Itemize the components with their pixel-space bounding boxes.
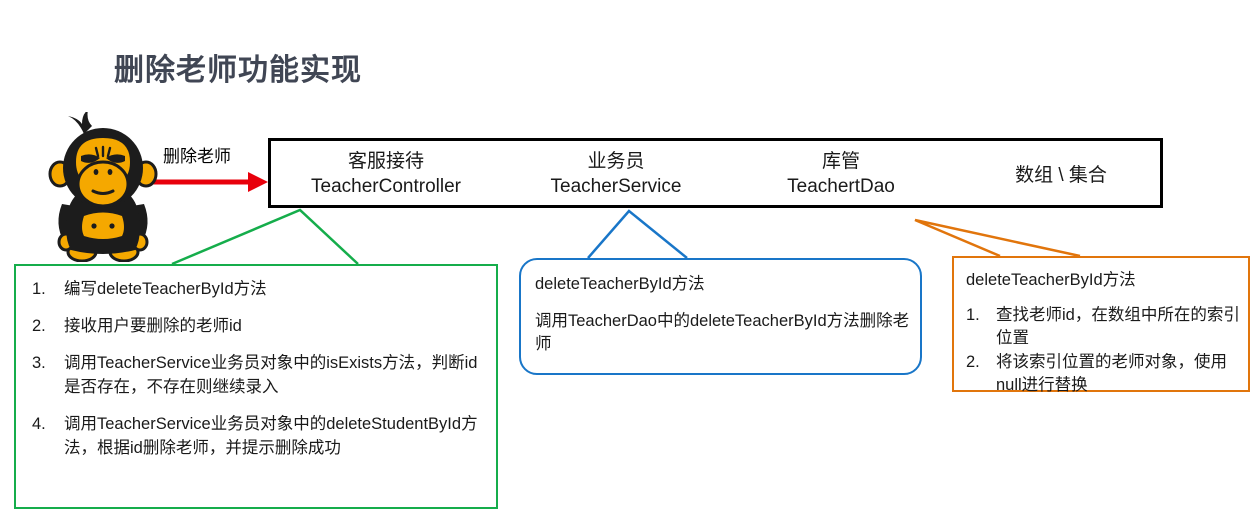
red-arrow <box>152 172 268 192</box>
gorilla-mascot-icon <box>48 112 158 262</box>
list-item-number: 2. <box>966 353 980 372</box>
green-callout: 1. 编写deleteTeacherById方法 2. 接收用户要删除的老师id… <box>14 264 498 509</box>
list-item-number: 3. <box>32 353 46 372</box>
list-item-text: 调用TeacherService业务员对象中的isExists方法，判断id是否… <box>64 353 478 396</box>
list-item-number: 1. <box>966 306 980 324</box>
list-item-number: 1. <box>32 280 46 298</box>
list-item-text: 调用TeacherService业务员对象中的deleteStudentById… <box>64 414 478 457</box>
blue-callout: deleteTeacherById方法 调用TeacherDao中的delete… <box>519 258 922 375</box>
blue-callout-tail <box>587 209 688 259</box>
list-item-text: 编写deleteTeacherById方法 <box>64 280 267 298</box>
list-item: 2. 将该索引位置的老师对象，使用null进行替换 <box>966 351 1241 397</box>
role-cell-dao-en: TeachertDao <box>787 176 895 198</box>
role-cell-storage: 数组 \ 集合 <box>961 163 1161 188</box>
orange-callout-tail <box>914 218 1081 258</box>
arrow-label: 删除老师 <box>163 147 231 166</box>
green-callout-body <box>14 264 498 509</box>
list-item-number: 4. <box>32 414 46 433</box>
list-item: 2. 接收用户要删除的老师id <box>32 315 482 339</box>
list-item-text: 将该索引位置的老师对象，使用null进行替换 <box>996 353 1227 395</box>
blue-callout-description: 调用TeacherDao中的deleteTeacherById方法删除老师 <box>535 312 910 354</box>
list-item-text: 接收用户要删除的老师id <box>64 316 242 335</box>
green-callout-list: 1. 编写deleteTeacherById方法 2. 接收用户要删除的老师id… <box>32 278 482 474</box>
blue-callout-body <box>519 258 922 375</box>
list-item: 1. 查找老师id，在数组中所在的索引位置 <box>966 304 1241 350</box>
role-cell-service-cn: 业务员 <box>587 151 645 172</box>
list-item: 1. 编写deleteTeacherById方法 <box>32 278 482 302</box>
list-item: 4. 调用TeacherService业务员对象中的deleteStudentB… <box>32 413 482 461</box>
blue-callout-heading: deleteTeacherById方法 <box>535 275 705 293</box>
role-cell-dao: 库管 TeachertDao <box>741 149 941 199</box>
role-cell-service: 业务员 TeacherService <box>506 149 726 199</box>
list-item-text: 查找老师id，在数组中所在的索引位置 <box>996 306 1240 348</box>
role-cell-service-en: TeacherService <box>550 176 682 198</box>
orange-callout: deleteTeacherById方法 1. 查找老师id，在数组中所在的索引位… <box>952 256 1250 394</box>
green-callout-tail <box>171 208 359 266</box>
list-item-number: 2. <box>32 316 46 335</box>
list-item: 3. 调用TeacherService业务员对象中的isExists方法，判断i… <box>32 352 482 400</box>
role-cell-storage-cn: 数组 \ 集合 <box>1015 165 1107 186</box>
orange-callout-body <box>952 256 1250 392</box>
role-cell-controller: 客服接待 TeacherController <box>271 149 501 199</box>
orange-callout-heading: deleteTeacherById方法 <box>966 271 1136 289</box>
role-cell-dao-cn: 库管 <box>821 151 860 172</box>
orange-callout-list: 1. 查找老师id，在数组中所在的索引位置 2. 将该索引位置的老师对象，使用n… <box>966 304 1241 398</box>
page-title: 删除老师功能实现 <box>114 54 362 87</box>
role-cell-controller-cn: 客服接待 <box>347 151 424 172</box>
role-cell-controller-en: TeacherController <box>311 176 461 198</box>
role-bar: 客服接待 TeacherController 业务员 TeacherServic… <box>268 138 1163 208</box>
